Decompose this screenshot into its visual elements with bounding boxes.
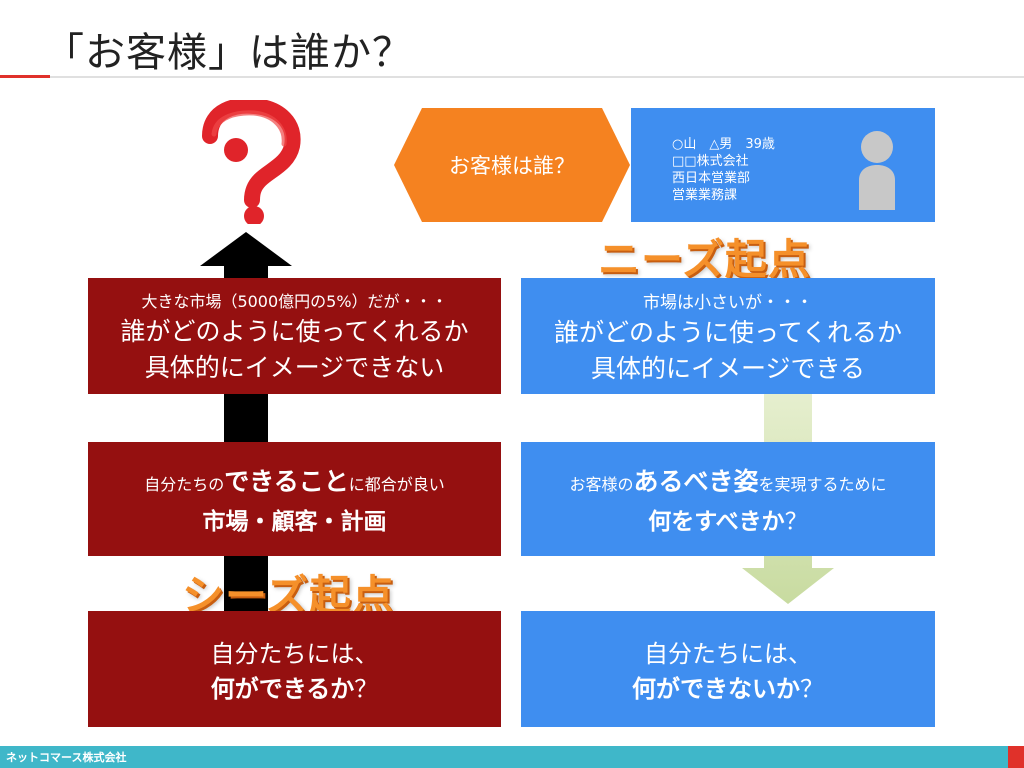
left-top-line3: 具体的にイメージできない bbox=[144, 353, 445, 382]
footer-company: ネットコマース株式会社 bbox=[6, 751, 127, 764]
right-top-line3: 具体的にイメージできる bbox=[590, 353, 865, 383]
right-top-line1: 市場は小さいが・・・ bbox=[643, 292, 813, 313]
left-top-box: 大きな市場（5000億円の5%）だが・・・ 誰がどのように使ってくれるか 具体的… bbox=[88, 278, 501, 394]
right-middle-box: お客様のあるべき姿を実現するために 何をすべきか？ bbox=[521, 442, 935, 556]
left-top-line2: 誰がどのように使ってくれるか bbox=[120, 317, 469, 346]
needs-origin-label: ニーズ起点 bbox=[598, 235, 811, 284]
footer-bar bbox=[0, 746, 1024, 768]
question-hexagon bbox=[394, 108, 630, 222]
left-bottom-emphasis: 何ができるか bbox=[210, 675, 355, 703]
left-bottom-line1: 自分たちには、 bbox=[210, 640, 379, 668]
question-mark-icon bbox=[202, 100, 301, 224]
right-bottom-line2: 何ができないか？ bbox=[632, 669, 824, 704]
left-middle-line2: 市場・顧客・計画 bbox=[202, 509, 387, 535]
up-arrow-icon bbox=[200, 232, 292, 612]
right-bottom-emphasis: 何ができないか bbox=[632, 675, 800, 703]
persona-details: ○山 △男 39歳 □□株式会社 西日本営業部 営業業務課 bbox=[672, 136, 775, 204]
title-accent-bar bbox=[0, 75, 50, 78]
left-middle-pre: 自分たちの bbox=[144, 475, 225, 494]
left-middle-line1: 自分たちのできることに都合が良い bbox=[144, 462, 445, 498]
left-middle-post: に都合が良い bbox=[348, 475, 445, 494]
title-divider bbox=[0, 76, 1024, 78]
left-bottom-line2: 何ができるか？ bbox=[211, 669, 379, 704]
left-bottom-box: 自分たちには、 何ができるか？ bbox=[88, 611, 501, 727]
left-middle-box: 自分たちのできることに都合が良い 市場・顧客・計画 bbox=[88, 442, 501, 556]
right-middle-post: を実現するために bbox=[758, 475, 887, 494]
footer-accent bbox=[1008, 746, 1024, 768]
right-middle-emphasis2: 何をすべきか bbox=[648, 509, 785, 535]
right-middle-line1: お客様のあるべき姿を実現するために bbox=[569, 462, 886, 498]
right-middle-pre: お客様の bbox=[569, 475, 634, 494]
persona-department: 西日本営業部 bbox=[672, 171, 751, 186]
persona-section: 営業業務課 bbox=[672, 188, 738, 203]
right-bottom-box: 自分たちには、 何ができないか？ bbox=[521, 611, 935, 727]
person-icon bbox=[859, 131, 895, 210]
right-bottom-line1: 自分たちには、 bbox=[644, 640, 812, 668]
left-top-line1: 大きな市場（5000億円の5%）だが・・・ bbox=[141, 292, 448, 311]
right-middle-line2: 何をすべきか？ bbox=[648, 502, 807, 536]
page-title: 「お客様」は誰か？ bbox=[44, 30, 413, 76]
left-bottom-post: ？ bbox=[354, 675, 379, 703]
right-top-box: 市場は小さいが・・・ 誰がどのように使ってくれるか 具体的にイメージできる bbox=[521, 278, 935, 394]
persona-name: ○山 △男 39歳 bbox=[672, 137, 775, 152]
right-bottom-post: ？ bbox=[800, 675, 824, 703]
question-hexagon-label: お客様は誰？ bbox=[449, 154, 575, 178]
right-middle-emphasis: あるべき姿 bbox=[633, 467, 759, 496]
right-top-line2: 誰がどのように使ってくれるか bbox=[553, 317, 902, 347]
left-middle-emphasis: できること bbox=[224, 467, 349, 496]
persona-company: □□株式会社 bbox=[672, 154, 749, 169]
right-middle-post2: ？ bbox=[784, 509, 808, 535]
